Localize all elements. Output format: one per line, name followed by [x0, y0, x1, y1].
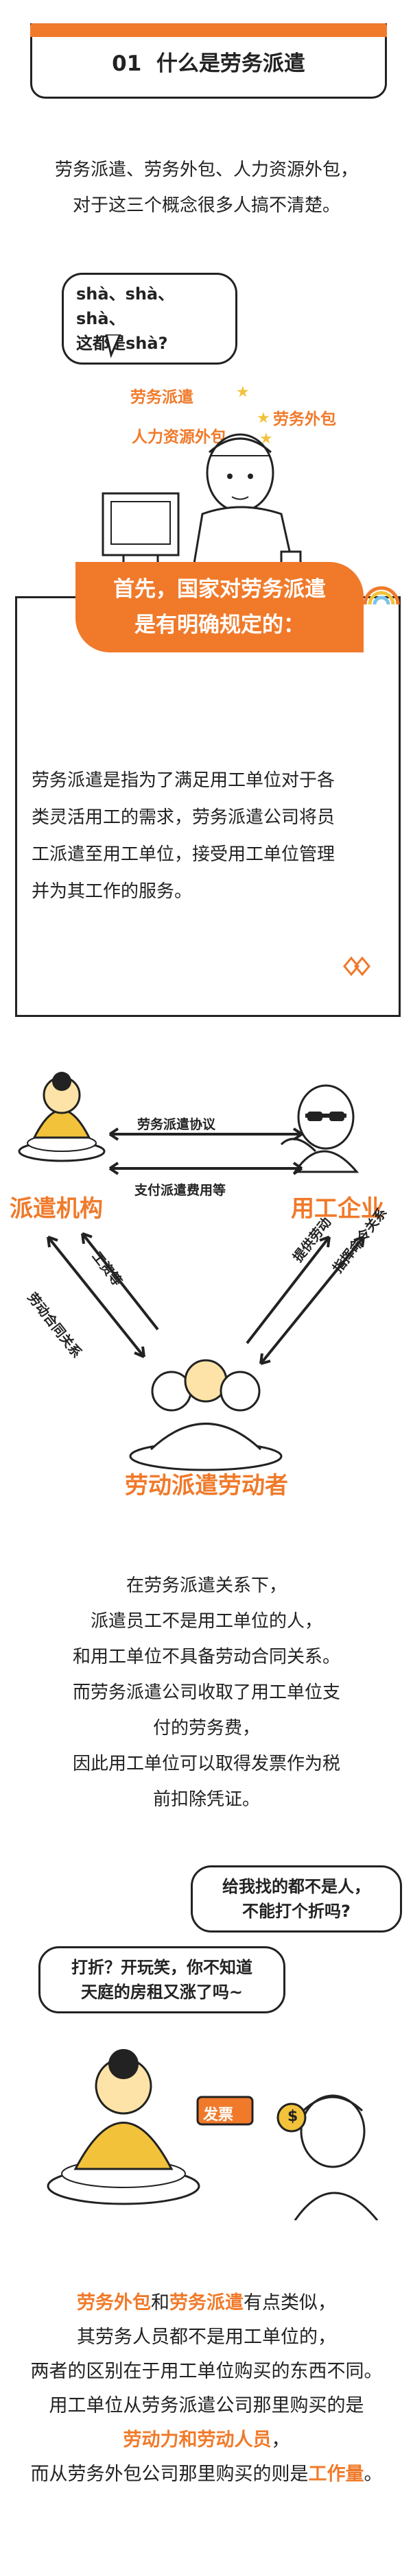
definition-line: 类灵活用工的需求，劳务派遣公司将员 — [32, 807, 335, 828]
rent-reply-bubble: 打折？开玩笑，你不知道 天庭的房租又涨了吗~ — [38, 1946, 285, 2013]
left-diagonal-arrows — [47, 1232, 159, 1358]
explain-line: 派遣员工不是用工单位的人， — [90, 1611, 322, 1632]
outro-text: ， — [271, 2429, 290, 2451]
outro-text: 和 — [151, 2292, 169, 2314]
confused-monk-at-computer-illustration — [89, 433, 316, 582]
bubble-line: shà、shà、shà、 — [76, 284, 175, 328]
highlight-outsourcing: 劳务外包 — [77, 2292, 151, 2314]
right-diagonal-arrows — [246, 1236, 365, 1365]
definition-line: 工派遣至用工单位，接受用工单位管理 — [32, 844, 335, 865]
highlight-labor: 劳动力和劳动人员 — [123, 2429, 272, 2451]
outro-text: 而从劳务外包公司那里购买的则是 — [30, 2464, 309, 2485]
bubble-line: 不能打个折吗? — [242, 1902, 351, 1921]
definition-box — [15, 596, 401, 1017]
star-icon: ★ — [259, 430, 273, 447]
dispatched-workers-figure — [129, 1359, 283, 1471]
star-icon: ★ — [257, 410, 270, 427]
section-header: 01 什么是劳务派遣 — [30, 23, 387, 99]
star-icon: ★ — [236, 384, 250, 401]
bubble-line: 这都是shà? — [76, 334, 168, 353]
intro-line: 劳务派遣、劳务外包、人力资源外包， — [54, 160, 358, 180]
explain-line: 而劳务派遣公司收取了用工单位支 — [72, 1682, 340, 1703]
outro-line: 两者的区别在于用工单位购买的东西不同。 — [30, 2361, 383, 2382]
horizontal-arrows — [108, 1127, 303, 1175]
invoice-tag-text: 发票 — [203, 2107, 234, 2124]
header-tab-bar — [30, 23, 387, 37]
section-title: 01 什么是劳务派遣 — [32, 46, 385, 77]
employer-label: 用工企业 — [291, 1195, 384, 1223]
bubble-tail — [105, 334, 121, 358]
payment-label: 支付派遣费用等 — [134, 1183, 226, 1198]
outro-line: 劳动力和劳动人员， — [0, 2423, 413, 2457]
outro-text: 有点类似， — [244, 2292, 336, 2314]
outro-line: 用工单位从劳务派遣公司那里购买的是 — [49, 2395, 364, 2416]
definition-line: 劳务派遣是指为了满足用工单位对于各 — [32, 770, 335, 791]
highlight-dispatch: 劳务派遣 — [169, 2292, 244, 2314]
outro-text: 。 — [364, 2464, 383, 2485]
concept-tag-dispatch: 劳务派遣 — [130, 389, 193, 406]
outro-line: 而从劳务外包公司那里购买的则是工作量。 — [0, 2457, 413, 2492]
discount-request-bubble: 给我找的都不是人， 不能打个折吗? — [191, 1865, 402, 1933]
outro-paragraph: 劳务外包和劳务派遣有点类似， 其劳务人员都不是用工单位的， 两者的区别在于用工单… — [0, 2286, 413, 2492]
explain-line: 前扣除凭证。 — [152, 1789, 260, 1810]
intro-line: 对于这三个概念很多人搞不清楚。 — [72, 195, 340, 216]
intro-paragraph: 劳务派遣、劳务外包、人力资源外包， 对于这三个概念很多人搞不清楚。 — [0, 152, 413, 223]
bubble-line: 打折？开玩笑，你不知道 — [71, 1958, 252, 1977]
section-title-text: 什么是劳务派遣 — [156, 51, 305, 76]
definition-line: 并为其工作的服务。 — [32, 881, 193, 902]
rainbow-icon — [363, 586, 400, 605]
relation-diagram — [18, 1072, 365, 1471]
explanation-paragraph: 在劳务派遣关系下， 派遣员工不是用工单位的人， 和用工单位不具备劳动合同关系。 … — [0, 1568, 413, 1817]
explain-line: 在劳务派遣关系下， — [126, 1575, 287, 1596]
bubble-line: 天庭的房租又涨了吗~ — [80, 1983, 244, 2002]
ribbon-line: 是有明确规定的： — [134, 613, 305, 637]
outro-line: 劳务外包和劳务派遣有点类似， — [0, 2286, 413, 2320]
concept-tag-hr-outsourcing: 人力资源外包 — [132, 428, 226, 446]
outro-line: 其劳务人员都不是用工单位的， — [77, 2327, 336, 2348]
definition-body: 劳务派遣是指为了满足用工单位对于各 类灵活用工的需求，劳务派遣公司将员 工派遣至… — [32, 762, 388, 910]
diamond-deco-icon — [343, 956, 370, 977]
concept-tag-outsourcing: 劳务外包 — [273, 410, 336, 428]
section-number: 01 — [112, 51, 142, 76]
confused-speech-bubble: shà、shà、shà、 这都是shà? — [62, 273, 237, 365]
coin-dollar-icon: $ — [287, 2108, 298, 2125]
explain-line: 因此用工单位可以取得发票作为税 — [72, 1754, 340, 1774]
agreement-label: 劳务派遣协议 — [137, 1117, 216, 1132]
dispatch-agency-label: 派遣机构 — [10, 1195, 103, 1223]
dispatch-agency-figure — [18, 1072, 106, 1162]
bubble-line: 给我找的都不是人， — [222, 1877, 370, 1896]
dispatched-worker-label: 劳动派遣劳动者 — [125, 1472, 288, 1499]
highlight-workload: 工作量 — [308, 2464, 364, 2485]
explain-line: 和用工单位不具备劳动合同关系。 — [72, 1647, 340, 1667]
employer-figure — [280, 1084, 359, 1173]
buddha-and-monk-invoice-illustration — [47, 2049, 379, 2220]
definition-ribbon: 首先，国家对劳务派遣 是有明确规定的： — [75, 562, 364, 652]
ribbon-line: 首先，国家对劳务派遣 — [113, 577, 326, 602]
explain-line: 付的劳务费， — [152, 1718, 260, 1739]
